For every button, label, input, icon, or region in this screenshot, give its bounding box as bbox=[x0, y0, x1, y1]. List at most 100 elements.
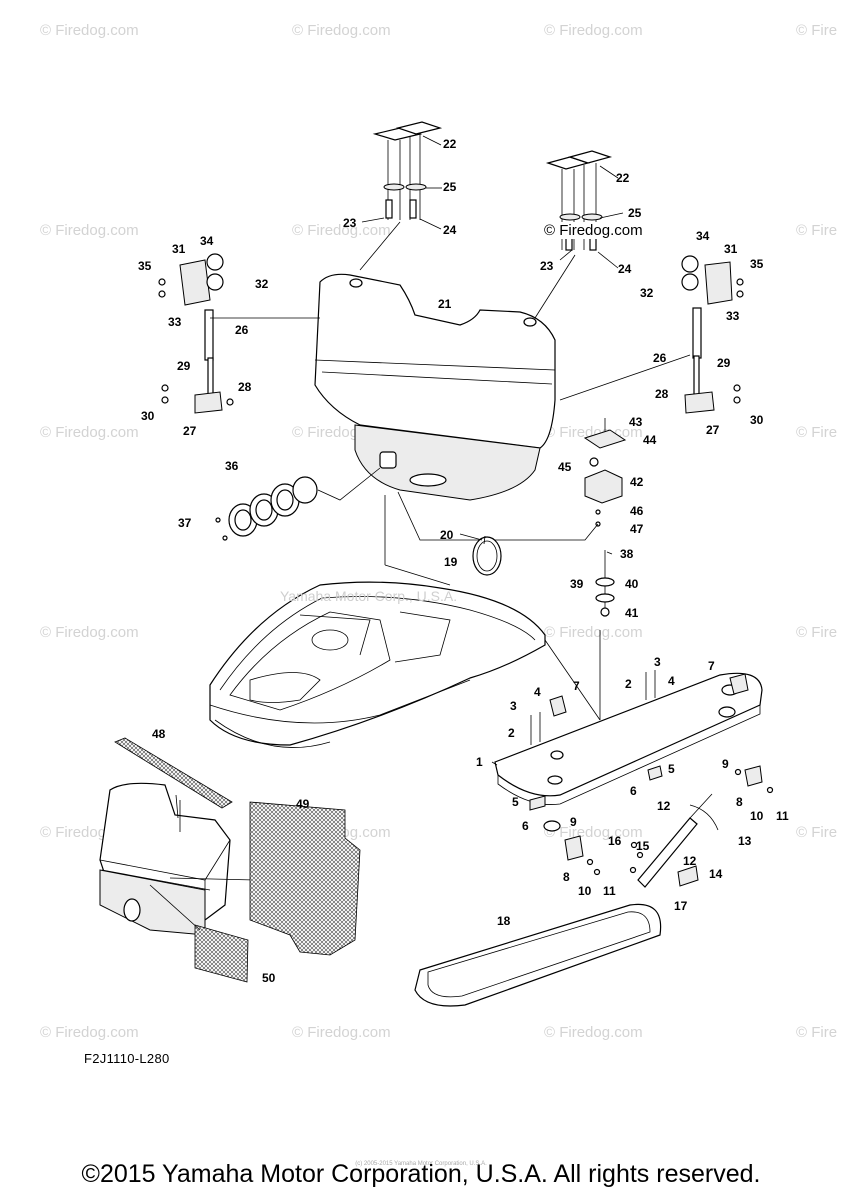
callout-7: 7 bbox=[573, 679, 580, 693]
callout-9: 9 bbox=[722, 757, 729, 771]
callout-38: 38 bbox=[620, 547, 634, 561]
callout-30: 30 bbox=[750, 413, 764, 427]
callout-15: 15 bbox=[636, 839, 650, 853]
watermark: © Firedog.com bbox=[544, 624, 643, 641]
callout-26: 26 bbox=[653, 351, 667, 365]
watermark: © Firedog.com bbox=[544, 1024, 643, 1041]
seal-part-18 bbox=[414, 903, 662, 1007]
callout-46: 46 bbox=[630, 504, 644, 518]
overlay-watermark: Yamaha Motor Corp., U.S.A. bbox=[280, 588, 458, 604]
callout-50: 50 bbox=[262, 971, 276, 985]
callout-41: 41 bbox=[625, 606, 639, 620]
callout-12: 12 bbox=[657, 799, 671, 813]
callout-32: 32 bbox=[255, 277, 269, 291]
callout-35: 35 bbox=[750, 257, 764, 271]
callout-4: 4 bbox=[534, 685, 541, 699]
callout-33: 33 bbox=[168, 315, 182, 329]
callout-23: 23 bbox=[540, 259, 554, 273]
callout-17: 17 bbox=[674, 899, 688, 913]
watermark: © Fire bbox=[796, 22, 838, 39]
leader-lines bbox=[361, 135, 624, 766]
callout-5: 5 bbox=[512, 795, 519, 809]
callout-43: 43 bbox=[629, 415, 643, 429]
callout-36: 36 bbox=[225, 459, 239, 473]
callout-22: 22 bbox=[443, 137, 457, 151]
callout-27: 27 bbox=[706, 423, 720, 437]
watermark: © Firedog.com bbox=[40, 624, 139, 641]
callout-22: 22 bbox=[616, 171, 630, 185]
mat-part-48 bbox=[114, 737, 233, 809]
watermark: © Firedog.com bbox=[544, 22, 643, 39]
hinge-assembly-right bbox=[559, 255, 744, 414]
storage-compartment bbox=[99, 782, 256, 936]
callout-labels: 1 2 2 3 3 4 4 5 5 6 6 7 7 8 8 9 9 10 10 … bbox=[138, 137, 789, 985]
watermark: © Firedog.com bbox=[544, 824, 643, 841]
callout-2: 2 bbox=[508, 726, 515, 740]
callout-28: 28 bbox=[655, 387, 669, 401]
callout-45: 45 bbox=[558, 460, 572, 474]
callout-6: 6 bbox=[522, 819, 529, 833]
callout-29: 29 bbox=[177, 359, 191, 373]
speaker-rings-part-36 bbox=[215, 467, 381, 541]
callout-40: 40 bbox=[625, 577, 639, 591]
callout-28: 28 bbox=[238, 380, 252, 394]
hinge-assembly-left bbox=[158, 253, 320, 414]
callout-2: 2 bbox=[625, 677, 632, 691]
faint-copyright: (c) 2005-2015 Yamaha Motor Corporation, … bbox=[355, 1161, 487, 1167]
copyright-footer: ©2015 Yamaha Motor Corporation, U.S.A. A… bbox=[81, 1160, 761, 1188]
callout-31: 31 bbox=[172, 242, 186, 256]
watermark: © Fire bbox=[796, 222, 838, 239]
callout-3: 3 bbox=[510, 699, 517, 713]
callout-42: 42 bbox=[630, 475, 644, 489]
inline-watermark: © Firedog.com bbox=[544, 222, 643, 239]
callout-21: 21 bbox=[438, 297, 452, 311]
callout-29: 29 bbox=[717, 356, 731, 370]
watermark: © Fire bbox=[796, 624, 838, 641]
callout-6: 6 bbox=[630, 784, 637, 798]
mat-part-49 bbox=[249, 801, 361, 956]
figure-code: F2J1110-L280 bbox=[84, 1051, 170, 1066]
callout-1: 1 bbox=[476, 755, 483, 769]
watermark: © Fire bbox=[796, 824, 838, 841]
callout-44: 44 bbox=[643, 433, 657, 447]
callout-31: 31 bbox=[724, 242, 738, 256]
callout-33: 33 bbox=[726, 309, 740, 323]
callout-25: 25 bbox=[628, 206, 642, 220]
callout-20: 20 bbox=[440, 528, 454, 542]
leader-line bbox=[149, 884, 201, 931]
callout-14: 14 bbox=[709, 867, 723, 881]
fastener-group-left bbox=[359, 121, 443, 271]
callout-18: 18 bbox=[497, 914, 511, 928]
ring-part-19 bbox=[459, 533, 502, 576]
callout-30: 30 bbox=[141, 409, 155, 423]
gas-strut-part-17 bbox=[629, 793, 719, 888]
callout-10: 10 bbox=[578, 884, 592, 898]
callout-25: 25 bbox=[443, 180, 457, 194]
watermark: © Firedog.com bbox=[40, 22, 139, 39]
callout-8: 8 bbox=[563, 870, 570, 884]
deck-cover-part-21 bbox=[314, 273, 556, 501]
callout-11: 11 bbox=[776, 809, 789, 823]
platform-part-1 bbox=[494, 630, 763, 805]
watermark: © Firedog.com bbox=[40, 424, 139, 441]
callout-12: 12 bbox=[683, 854, 697, 868]
mat-part-50 bbox=[194, 924, 249, 983]
callout-34: 34 bbox=[696, 229, 710, 243]
callout-23: 23 bbox=[343, 216, 357, 230]
callout-10: 10 bbox=[750, 809, 764, 823]
callout-48: 48 bbox=[152, 727, 166, 741]
callout-3: 3 bbox=[654, 655, 661, 669]
watermark: © Fire bbox=[796, 1024, 838, 1041]
watermark: © Firedog.com bbox=[292, 222, 391, 239]
callout-4: 4 bbox=[668, 674, 675, 688]
watermark: © Firedog.com bbox=[40, 1024, 139, 1041]
bracket-assembly-42 bbox=[397, 418, 627, 617]
callout-37: 37 bbox=[178, 516, 192, 530]
platform-fittings bbox=[529, 670, 774, 876]
callout-13: 13 bbox=[738, 834, 752, 848]
watermark: © Firedog.com bbox=[40, 222, 139, 239]
callout-9: 9 bbox=[570, 815, 577, 829]
boat-hull bbox=[209, 495, 546, 748]
callout-49: 49 bbox=[296, 797, 310, 811]
